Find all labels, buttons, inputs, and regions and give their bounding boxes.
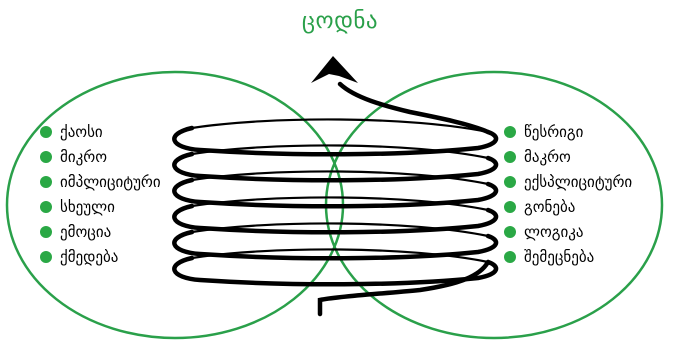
list-item: ქაოსი [40, 120, 161, 145]
item-label: მიკრო [60, 148, 107, 166]
list-item: იმპლიციტური [40, 170, 161, 195]
list-item: ემოცია [40, 220, 161, 245]
item-label: სხეული [60, 198, 115, 216]
bullet-icon [40, 126, 52, 138]
item-label: გონება [524, 198, 575, 216]
list-item: შემეცნება [504, 245, 632, 270]
spiral-top-tail [340, 84, 488, 132]
upward-arrowhead [311, 56, 358, 83]
item-label: მაკრო [524, 148, 571, 166]
bullet-icon [40, 151, 52, 163]
bullet-icon [504, 201, 516, 213]
bullet-icon [504, 151, 516, 163]
list-item: მაკრო [504, 145, 632, 170]
bullet-icon [504, 176, 516, 188]
item-label: ემოცია [60, 223, 111, 241]
item-label: იმპლიციტური [60, 173, 161, 191]
bullet-icon [40, 176, 52, 188]
bullet-icon [40, 251, 52, 263]
item-label: ლოგიკა [524, 223, 584, 241]
item-label: ქაოსი [60, 123, 103, 141]
item-label: შემეცნება [524, 248, 594, 266]
spiral-back-strokes [192, 119, 488, 262]
list-item: ქმედება [40, 245, 161, 270]
bullet-icon [504, 126, 516, 138]
right-item-list: წესრიგი მაკრო ექსპლიციტური გონება ლოგიკა… [504, 120, 632, 270]
bullet-icon [504, 226, 516, 238]
list-item: ექსპლიციტური [504, 170, 632, 195]
bullet-icon [40, 201, 52, 213]
list-item: ლოგიკა [504, 220, 632, 245]
list-item: მიკრო [40, 145, 161, 170]
item-label: ექსპლიციტური [524, 173, 632, 191]
list-item: წესრიგი [504, 120, 632, 145]
diagram-title: ცოდნა [0, 8, 680, 34]
item-label: ქმედება [60, 248, 118, 266]
bullet-icon [504, 251, 516, 263]
list-item: სხეული [40, 195, 161, 220]
list-item: გონება [504, 195, 632, 220]
spiral-bottom-tail [320, 262, 488, 314]
bullet-icon [40, 226, 52, 238]
left-item-list: ქაოსი მიკრო იმპლიციტური სხეული ემოცია ქმ… [40, 120, 161, 270]
item-label: წესრიგი [524, 123, 583, 141]
spiral-front-strokes [174, 128, 496, 284]
